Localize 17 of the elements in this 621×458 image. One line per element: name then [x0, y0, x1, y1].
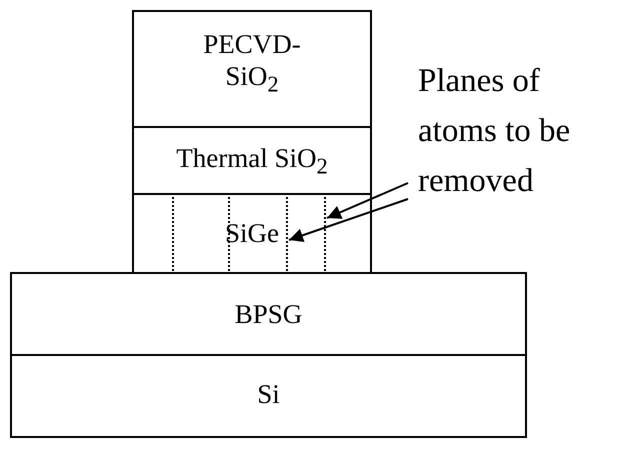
dotted-plane-line	[324, 197, 326, 271]
layer-box	[132, 126, 372, 195]
annotation-text: Planes of atoms to be removed	[417, 62, 572, 201]
arrow	[288, 198, 408, 242]
layer-label: SiGe	[224, 217, 280, 250]
layer-box	[10, 272, 527, 356]
layer-box	[10, 354, 527, 438]
dotted-plane-line	[286, 197, 288, 271]
layer-label: Si	[256, 378, 281, 411]
layer-label: BPSG	[234, 298, 304, 331]
dotted-plane-line	[172, 197, 174, 271]
arrow	[326, 182, 408, 219]
layer-box	[132, 193, 372, 274]
layer-label: PECVD-SiO$_{2}$	[202, 28, 302, 98]
layer-label: Thermal SiO$_{2}$	[175, 142, 329, 180]
layer-box	[132, 10, 372, 128]
dotted-plane-line	[228, 197, 230, 271]
